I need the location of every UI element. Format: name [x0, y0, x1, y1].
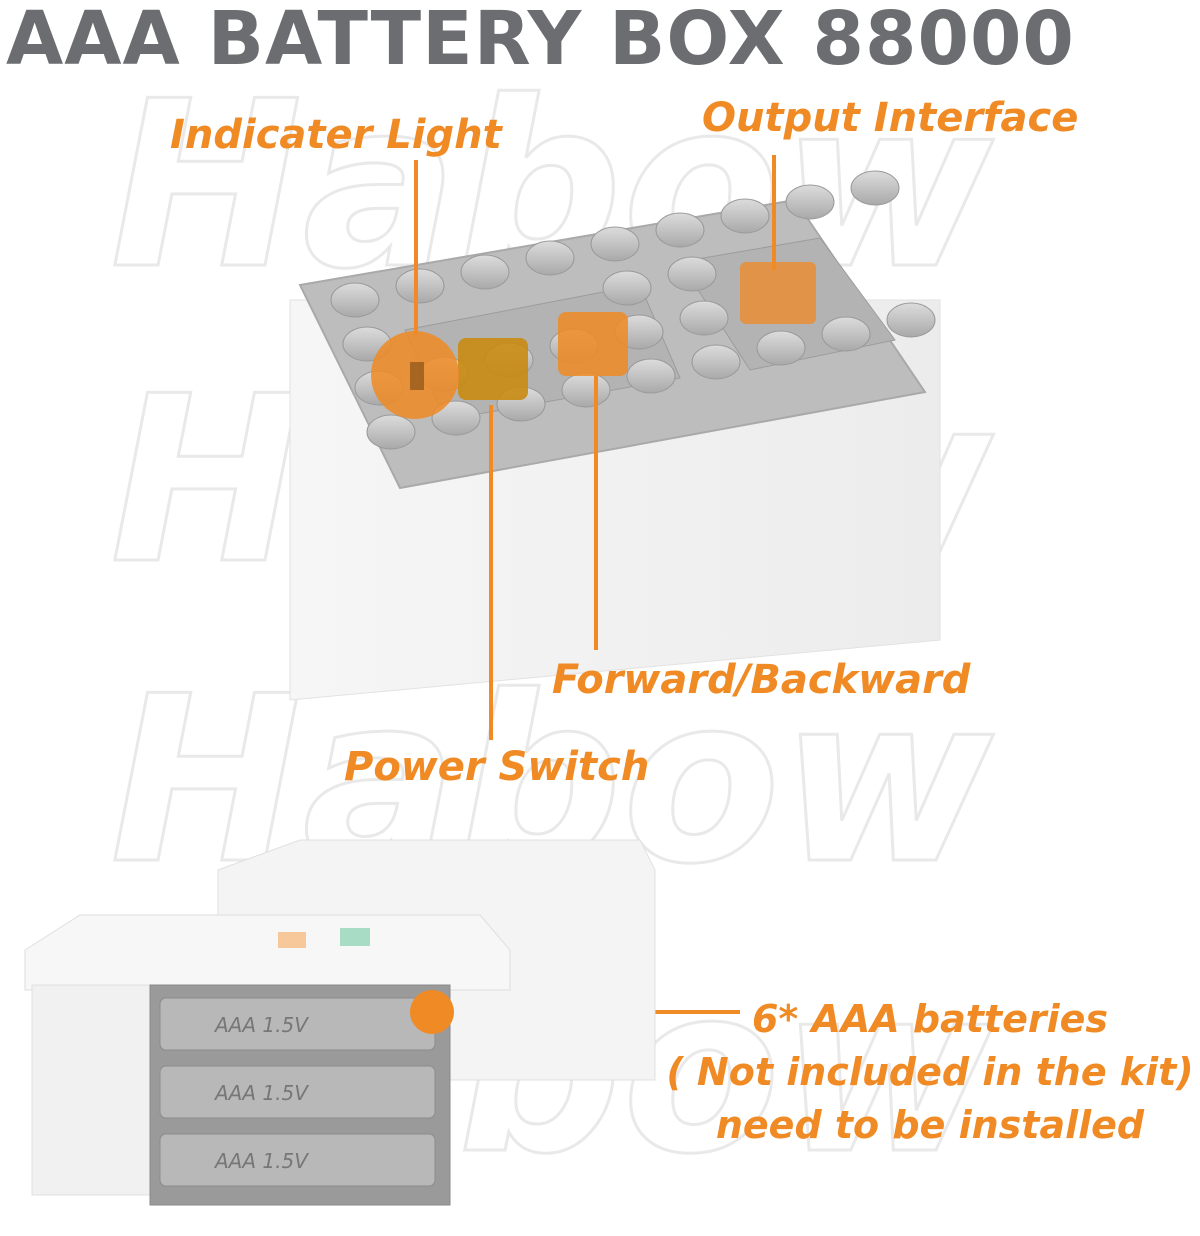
output-plug [740, 262, 816, 324]
stud [720, 198, 770, 234]
stud [366, 414, 416, 450]
indicator-light-slot [410, 362, 424, 390]
stud [756, 330, 806, 366]
battery-slot-label: AAA 1.5V [213, 1149, 309, 1173]
battery-slot-label: AAA 1.5V [213, 1081, 309, 1105]
front-lid-led-orange [278, 932, 306, 948]
battery-box-top-view [289, 170, 941, 701]
stud [679, 300, 729, 336]
stud [785, 184, 835, 220]
page-title: AAA BATTERY BOX 88000 [6, 0, 1075, 82]
battery-slots: AAA 1.5V AAA 1.5V AAA 1.5V [159, 997, 436, 1187]
stud [602, 270, 652, 306]
stud [395, 268, 445, 304]
stud [667, 256, 717, 292]
forward-backward-label: Forward/Backward [552, 657, 971, 703]
batteries-note-line-1: 6* AAA batteries [751, 997, 1109, 1041]
battery-box-open-view: AAA 1.5V AAA 1.5V AAA 1.5V [24, 839, 656, 1206]
power-switch-label: Power Switch [344, 744, 650, 790]
indicator-light-label: Indicater Light [170, 112, 502, 158]
stud [525, 240, 575, 276]
stud [431, 400, 481, 436]
stud [850, 170, 900, 206]
stud [821, 316, 871, 352]
stud [460, 254, 510, 290]
front-lid [24, 914, 511, 991]
front-shell [31, 984, 153, 1196]
stud [691, 344, 741, 380]
stud [561, 372, 611, 408]
stud [886, 302, 936, 338]
battery-slot [159, 1133, 436, 1187]
power-switch-knob [458, 338, 528, 400]
battery-highlight [410, 990, 454, 1034]
battery-slot [159, 1065, 436, 1119]
stud [655, 212, 705, 248]
front-lid-led-green [340, 928, 370, 946]
batteries-note-line-3: need to be installed [715, 1103, 1145, 1148]
output-interface-label: Output Interface [702, 95, 1079, 141]
stud [626, 358, 676, 394]
stud [590, 226, 640, 262]
batteries-note: 6* AAA batteries ( Not included in the k… [660, 993, 1200, 1153]
batteries-note-line-2: ( Not included in the kit) [666, 1050, 1194, 1095]
battery-slot-label: AAA 1.5V [213, 1013, 309, 1037]
direction-switch-knob [558, 312, 628, 376]
stud [330, 282, 380, 318]
